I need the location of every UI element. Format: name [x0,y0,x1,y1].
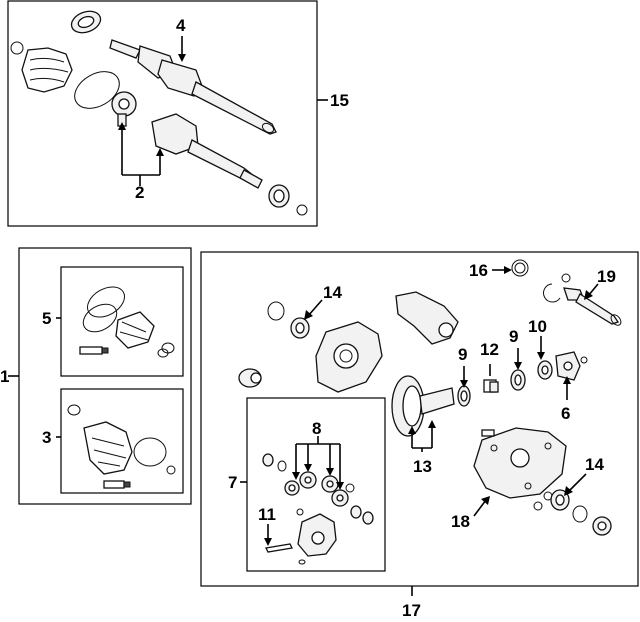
callout-17: 17 [402,601,421,620]
bushing-icon [238,368,262,388]
side-gear-icon [321,475,339,493]
callout-14b: 14 [585,455,604,474]
callout-2: 2 [135,183,144,202]
gear-kit-parts [262,453,374,565]
output-shaft-icon [563,287,622,326]
callout-9a: 9 [458,345,467,364]
boot-icon [21,47,73,93]
pinion-gear-icon [331,489,349,507]
clip-c-icon [543,283,561,303]
snap-ring-16-icon [511,259,529,277]
callout-5: 5 [42,309,51,328]
leader-14a [307,299,323,317]
flange-icon [555,351,588,381]
leader-14b [567,473,587,493]
spacer-icon [483,379,499,393]
callout-1: 1 [0,367,9,386]
outer-boot-kit-parts [67,404,176,489]
boot-icon [115,311,155,349]
callout-19: 19 [597,267,616,286]
leader-8 [295,436,341,486]
pinion-shaft-icon [265,543,293,553]
bolt-icon [481,429,495,437]
bearing-9b-icon [510,369,526,391]
inner-cv-housing-icon [151,113,263,189]
callout-9b: 9 [509,327,518,346]
callout-16: 16 [469,261,488,280]
clip-icon [166,465,176,475]
inner-boot-kit-parts [79,286,175,358]
callout-14a: 14 [323,283,342,302]
clip-icon [157,348,169,358]
clamp-ring-icon [87,286,125,318]
callout-7: 7 [228,473,237,492]
callout-8: 8 [312,419,321,438]
clip-icon [10,41,24,55]
callout-12: 12 [480,340,499,359]
leader-13 [411,424,433,452]
inner-boot-kit-box [60,266,184,377]
grease-tube-icon [103,480,131,489]
axle-assembly-box [7,0,318,227]
mount-bracket-icon [395,291,459,345]
callout-13: 13 [413,457,432,476]
bearing-icon [268,184,290,208]
callout-18: 18 [451,512,470,531]
boot-icon [83,421,133,475]
gear-kit-box [246,397,386,572]
axle-assembly-parts [10,10,328,216]
tripod-joint-icon [111,91,137,127]
leader-18 [473,499,487,517]
callout-15: 15 [330,91,349,110]
side-seal-icon [267,301,310,339]
ring-pinion-icon [391,375,455,437]
callout-3: 3 [42,428,51,447]
plug-icon [533,501,543,511]
clamp-ring-icon [82,303,118,333]
callout-6: 6 [561,404,570,423]
clamp-ring-icon [133,437,167,467]
callout-11: 11 [258,505,276,524]
bearing-9a-icon [457,385,471,407]
diff-case-icon [297,513,337,557]
seal-ring-icon [70,10,102,34]
oil-seal-icon [537,360,553,380]
pinion-gear-icon [284,480,300,496]
side-gear-icon [299,471,317,489]
carrier-cover-icon [315,321,383,393]
clip-icon [561,273,571,283]
callout-4: 4 [176,16,186,35]
snap-ring-icon [296,204,308,216]
outer-boot-kit-box [60,388,184,494]
clamp-ring-icon [74,71,120,109]
differential-assembly-box [200,251,639,587]
axle-shaft-icon [109,39,277,135]
grease-tube-icon [79,346,109,355]
side-seal-right-icon [550,489,612,536]
callout-10: 10 [528,317,547,336]
leader-2 [121,125,161,186]
carrier-housing-icon [473,427,567,499]
clip-icon [67,404,81,416]
